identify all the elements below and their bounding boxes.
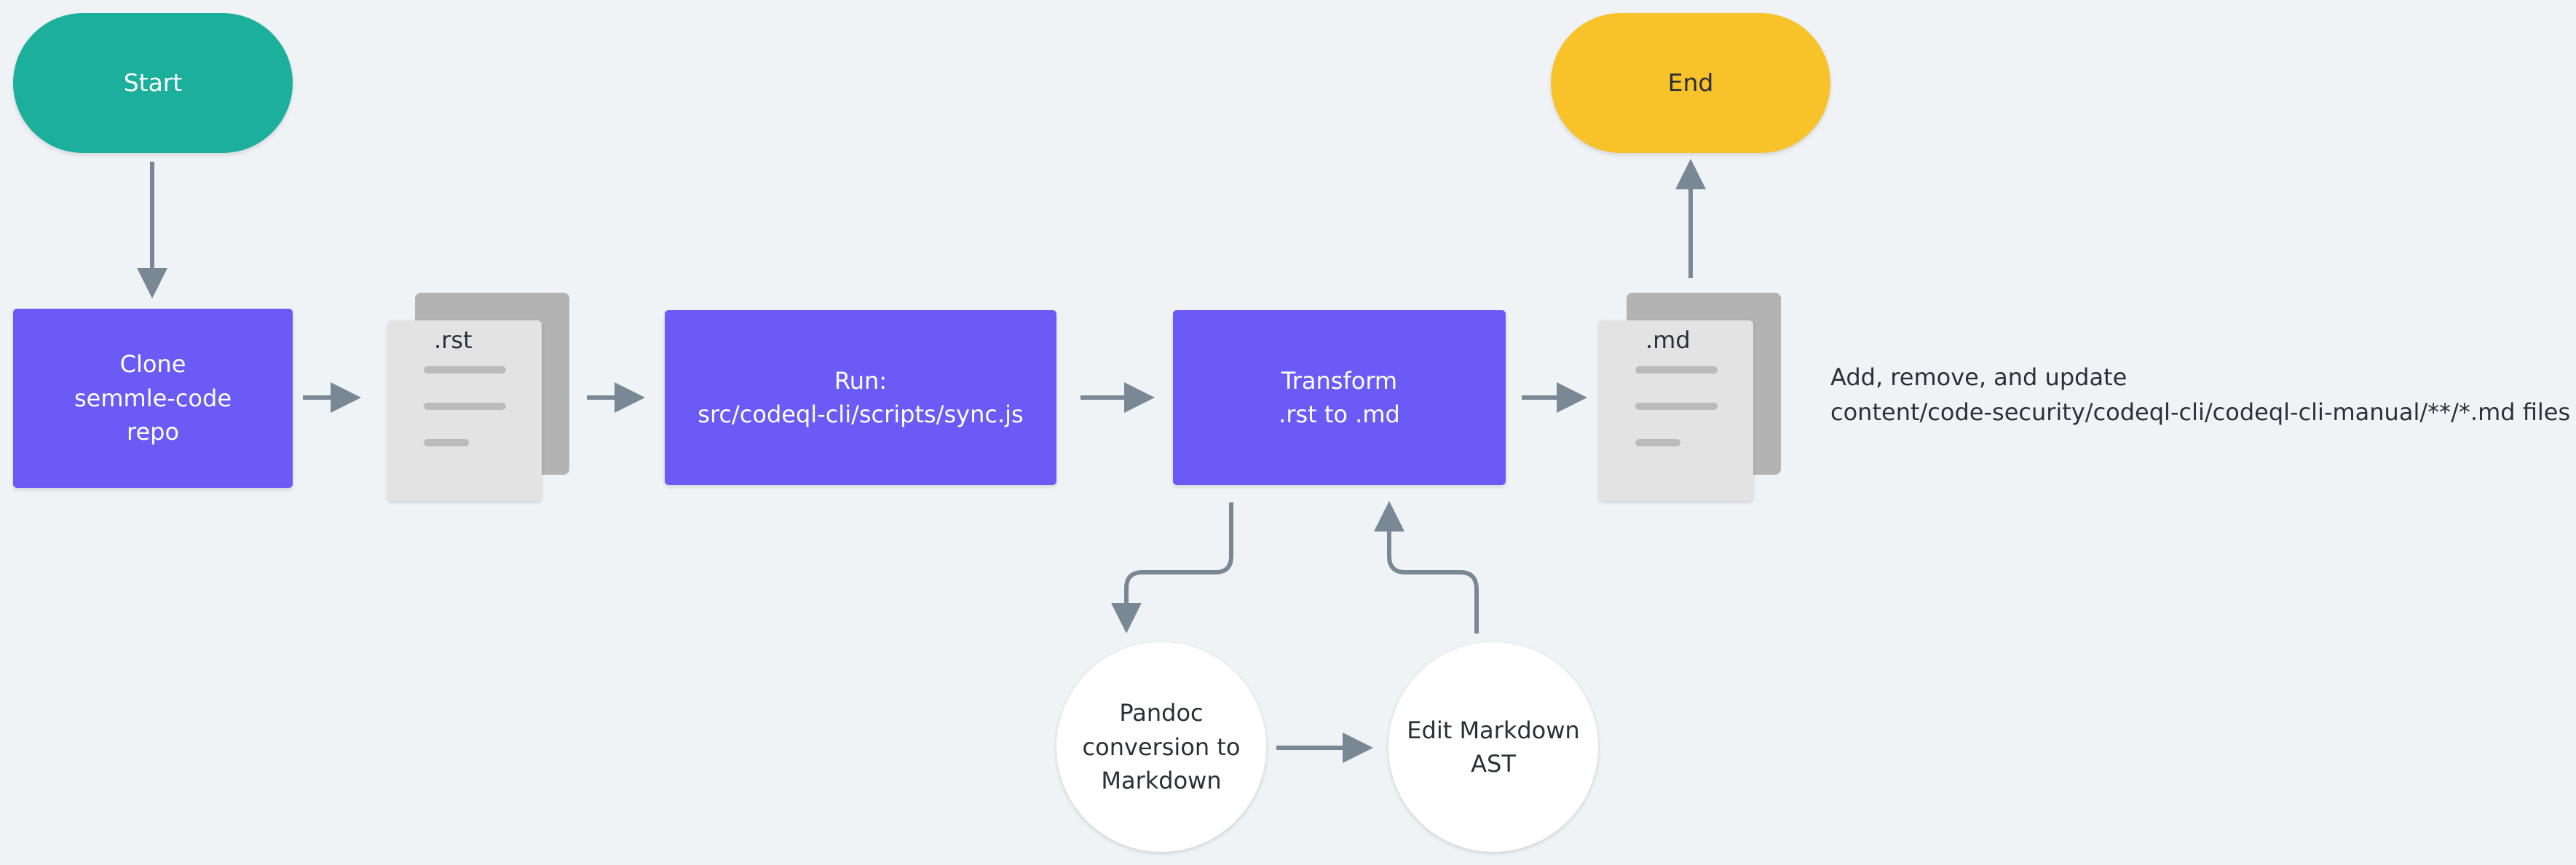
rst-document-label: .rst xyxy=(434,326,473,354)
edit-ast-label-line-2: AST xyxy=(1471,750,1516,778)
run-label-line-2: src/codeql-cli/scripts/sync.js xyxy=(698,400,1024,428)
pandoc-label-line-3: Markdown xyxy=(1101,767,1222,795)
note-line-1: Add, remove, and update xyxy=(1830,363,2127,391)
transform-label-line-2: .rst to .md xyxy=(1279,400,1400,428)
run-label-line-1: Run: xyxy=(834,366,888,395)
transform-step: Transform .rst to .md xyxy=(1173,310,1506,485)
edit-markdown-ast-step: Edit Markdown AST xyxy=(1388,642,1598,852)
end-label: End xyxy=(1667,68,1714,98)
arrow-edit-to-transform xyxy=(1374,501,1479,633)
rst-document-line-3 xyxy=(424,439,469,446)
rst-document-front xyxy=(387,320,542,501)
md-document-line-2 xyxy=(1635,403,1718,410)
md-document-line-1 xyxy=(1635,366,1718,374)
md-document-label: .md xyxy=(1645,326,1691,354)
end-node: End xyxy=(1551,13,1830,153)
md-document-front xyxy=(1599,320,1753,501)
clone-repo-step: Clone semmle-code repo xyxy=(13,309,293,488)
clone-label-line-1: Clone xyxy=(119,350,186,379)
update-files-note: Add, remove, and update content/code-sec… xyxy=(1830,360,2570,430)
arrow-transform-to-pandoc xyxy=(1111,502,1233,633)
run-sync-script-step: Run: src/codeql-cli/scripts/sync.js xyxy=(665,310,1056,485)
rst-document-line-1 xyxy=(424,366,506,374)
clone-label-line-2: semmle-code xyxy=(74,384,232,412)
clone-label-line-3: repo xyxy=(126,418,180,446)
md-document-line-3 xyxy=(1635,439,1680,446)
start-label: Start xyxy=(123,68,183,98)
transform-label-line-1: Transform xyxy=(1281,366,1398,395)
pandoc-conversion-step: Pandoc conversion to Markdown xyxy=(1056,642,1266,852)
note-line-2: content/code-security/codeql-cli/codeql-… xyxy=(1830,398,2571,426)
edit-ast-label-line-1: Edit Markdown xyxy=(1407,716,1580,744)
rst-document-line-2 xyxy=(424,403,506,410)
start-node: Start xyxy=(13,13,293,153)
pandoc-label-line-1: Pandoc xyxy=(1119,699,1204,727)
pandoc-label-line-2: conversion to xyxy=(1082,732,1241,761)
